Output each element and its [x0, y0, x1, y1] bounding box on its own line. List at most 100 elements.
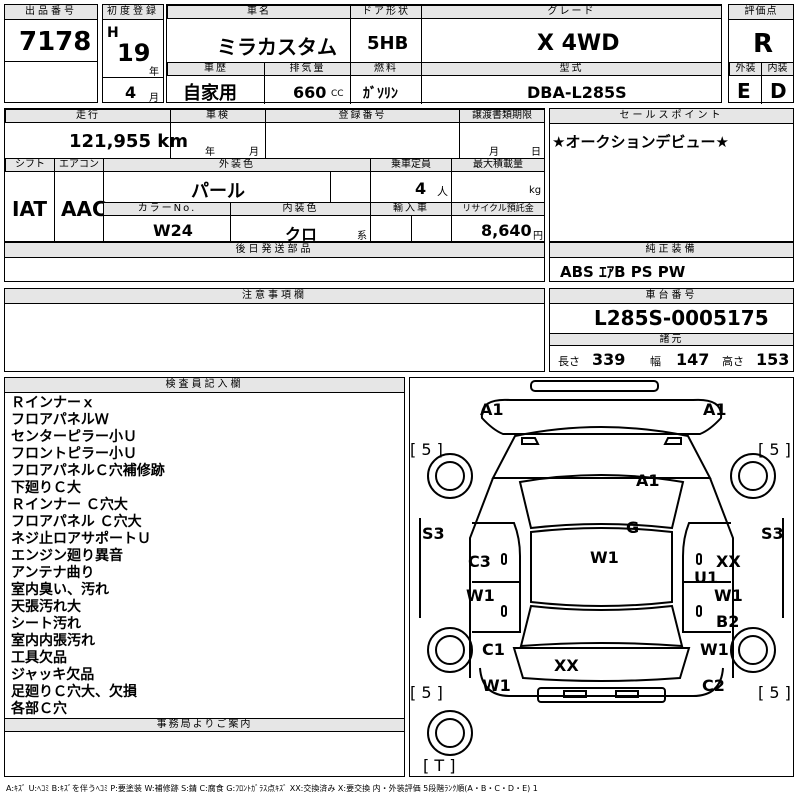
mileage-label: 走行 [5, 109, 171, 123]
inspector-note: ネジ止ロアサポートＵ [11, 531, 151, 547]
genuine-equip-box: 純正装備 ABS ｴｱB PS PW [549, 242, 794, 282]
inspector-note: フロアパネルＷ [11, 412, 109, 428]
int-color: クロ [285, 225, 318, 244]
mark-rear-right: W1 [700, 640, 729, 659]
spec-width-label: 幅 [650, 355, 661, 368]
spec-length-label: 長さ [558, 355, 580, 368]
recycle-unit: 円 [533, 231, 543, 242]
capacity-label: 乗車定員 [370, 158, 452, 172]
transfer-month-unit: 月 [489, 147, 499, 158]
mark-right-mid: W1 [714, 586, 743, 605]
ext-color: パール [191, 181, 245, 202]
inspector-label: 検査員記入欄 [5, 378, 404, 393]
color-no-label: カラーNo. [103, 202, 231, 216]
exterior-grade: E [737, 79, 751, 103]
grade: X 4WD [537, 31, 620, 56]
load-unit: kg [529, 185, 542, 196]
history-label: 車歴 [167, 62, 265, 76]
spec-width: 147 [676, 350, 710, 369]
mark-sill-right: S3 [761, 524, 784, 543]
interior-grade: D [770, 79, 787, 103]
history: 自家用 [183, 83, 237, 104]
mark-roof: G [626, 518, 640, 537]
reg-number-label: 登録番号 [265, 109, 460, 123]
int-color-unit: 系 [357, 231, 367, 242]
mark-trunk: XX [554, 656, 579, 675]
car-info-box: 車名 ドア形状 グレード ミラカスタム 5HB X 4WD 車歴 排気量 燃料 … [166, 4, 722, 104]
year: 19 [117, 39, 151, 67]
tire-rear-left: [ 5 ] [410, 683, 443, 702]
later-parts-label: 後日発送部品 [5, 243, 544, 258]
exterior-label: 外装 [729, 62, 762, 76]
later-parts-box: 後日発送部品 [4, 242, 545, 282]
car-name-label: 車名 [167, 5, 351, 19]
month-unit: 月 [149, 93, 159, 104]
interior-label: 内装 [761, 62, 794, 76]
transfer-day-unit: 日 [531, 147, 541, 158]
grade-label: グレード [421, 5, 722, 19]
ext-color-label: 外装色 [103, 158, 371, 172]
mark-rear-left: C1 [482, 640, 505, 659]
spare-tire: [ T ] [423, 756, 456, 775]
chassis-box: 車台番号 L285S-0005175 諸元 長さ 339 幅 147 高さ 15… [549, 288, 794, 372]
mark-left-mid: W1 [466, 586, 495, 605]
damage-diagram-box: A1 A1 A1 G W1 C3 W1 XX U1 W1 B2 S3 S3 C1… [409, 377, 794, 777]
month: 4 [125, 83, 137, 102]
model-label: 型式 [421, 62, 722, 76]
genuine-equip-label: 純正装備 [550, 243, 793, 258]
mark-right-top: XX [716, 552, 741, 571]
door-type: 5HB [367, 33, 409, 54]
mark-right-b: B2 [716, 612, 740, 631]
notes-label: 注意事項欄 [5, 289, 544, 304]
capacity: 4 [415, 179, 427, 198]
mark-center: W1 [590, 548, 619, 567]
inspector-note: フロアパネルＣ穴補修跡 [11, 463, 165, 479]
era: H [107, 25, 119, 41]
shift-label: シフト [5, 158, 55, 172]
chassis-label: 車台番号 [550, 289, 793, 304]
vehicle-detail-box: 走行 車検 登録番号 譲渡書類期限 121,955 km 年 月 月 日 シフト… [4, 108, 545, 244]
mark-front-left: A1 [480, 400, 504, 419]
mark-sill-left: S3 [422, 524, 445, 543]
mark-left-top: C3 [468, 552, 491, 571]
mark-rear-left-bottom: W1 [482, 676, 511, 695]
inspector-note: アンテナ曲り [11, 565, 95, 581]
mark-hood: A1 [636, 471, 660, 490]
first-registration-label: 初度登録 [103, 5, 163, 20]
inspector-note: Ｒインナー Ｃ穴大 [11, 497, 128, 513]
int-color-label: 内装色 [230, 202, 371, 216]
lot-number: 7178 [19, 27, 92, 57]
mark-front-right: A1 [703, 400, 727, 419]
recycle-label: リサイクル預託金 [451, 202, 545, 216]
notes-box: 注意事項欄 [4, 288, 545, 372]
tire-front-left: [ 5 ] [410, 440, 443, 459]
inspection-year-unit: 年 [205, 147, 215, 158]
inspector-note: 室内臭い、汚れ [11, 582, 109, 598]
color-no: W24 [153, 221, 193, 240]
inspection-month-unit: 月 [249, 147, 259, 158]
spec-height-label: 高さ [722, 355, 744, 368]
sales-point-box: セールスポイント ★オークションデビュー★ [549, 108, 794, 242]
inspector-note: エンジン廻り異音 [11, 548, 123, 564]
shift: IAT [12, 197, 48, 221]
score-box: 評価点 R 外装 内装 E D [728, 4, 794, 104]
inspector-note: 室内内張汚れ [11, 633, 95, 649]
sales-point-label: セールスポイント [550, 109, 793, 124]
aircon: AAC [61, 197, 107, 221]
inspector-note: シート汚れ [11, 616, 81, 632]
door-label: ドア形状 [350, 5, 422, 19]
first-registration-box: 初度登録 H 19 年 4 月 [102, 4, 164, 104]
score-label: 評価点 [729, 5, 793, 20]
fuel-label: 燃料 [350, 62, 422, 76]
tire-front-right: [ 5 ] [758, 440, 791, 459]
legend: A:ｷｽﾞ U:ﾍｺﾐ B:ｷｽﾞを伴うﾍｺﾐ P:要塗装 W:補修跡 S:錆 … [6, 784, 538, 793]
displacement-label: 排気量 [264, 62, 351, 76]
lot-number-label: 出品番号 [5, 5, 97, 20]
inspector-note: 足廻りＣ穴大、欠損 [11, 684, 137, 700]
inspector-note: Ｒインナーｘ [11, 395, 95, 411]
model: DBA-L285S [527, 83, 627, 102]
inspector-note: センターピラー小Ｕ [11, 429, 137, 445]
spec-length: 339 [592, 350, 626, 369]
capacity-unit: 人 [437, 185, 448, 198]
